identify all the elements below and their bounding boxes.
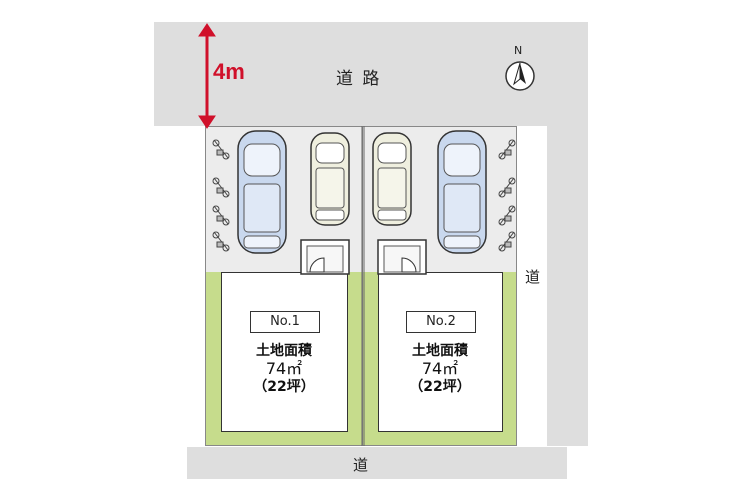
bicycle-icon — [212, 139, 230, 252]
road-width-label: 4m — [213, 59, 245, 84]
lot-2-area: 土地面積 74㎡ （22坪） — [396, 342, 484, 396]
compass-icon — [505, 61, 535, 91]
car-icon — [437, 130, 487, 254]
lot-1-area: 土地面積 74㎡ （22坪） — [240, 342, 328, 396]
lot-1-house — [221, 272, 348, 432]
east-road — [547, 126, 588, 446]
bicycle-icon — [498, 139, 516, 252]
lot-1-area-sqm: 74㎡ — [265, 359, 303, 378]
road-width-arrow — [198, 23, 216, 129]
car-icon — [372, 132, 412, 226]
lot-1-area-title: 土地面積 — [256, 343, 312, 359]
entrance-porch-icon — [300, 239, 350, 275]
compass-north-label: N — [514, 44, 523, 57]
entrance-porch-icon — [377, 239, 427, 275]
car-icon — [310, 132, 350, 226]
south-road — [187, 447, 567, 479]
east-road-label: 道 — [525, 268, 541, 286]
lot-2-area-sqm: 74㎡ — [421, 359, 459, 378]
lot-2-area-tsubo: （22坪） — [409, 379, 471, 395]
lot-2-number: No.2 — [406, 311, 476, 333]
lot-2-area-title: 土地面積 — [412, 343, 468, 359]
lot-2-house — [378, 272, 503, 432]
south-road-label: 道 — [353, 456, 369, 474]
lot-1-number: No.1 — [250, 311, 320, 333]
lot-1-area-tsubo: （22坪） — [253, 379, 315, 395]
car-icon — [237, 130, 287, 254]
main-road-label: 道 路 — [336, 69, 382, 89]
